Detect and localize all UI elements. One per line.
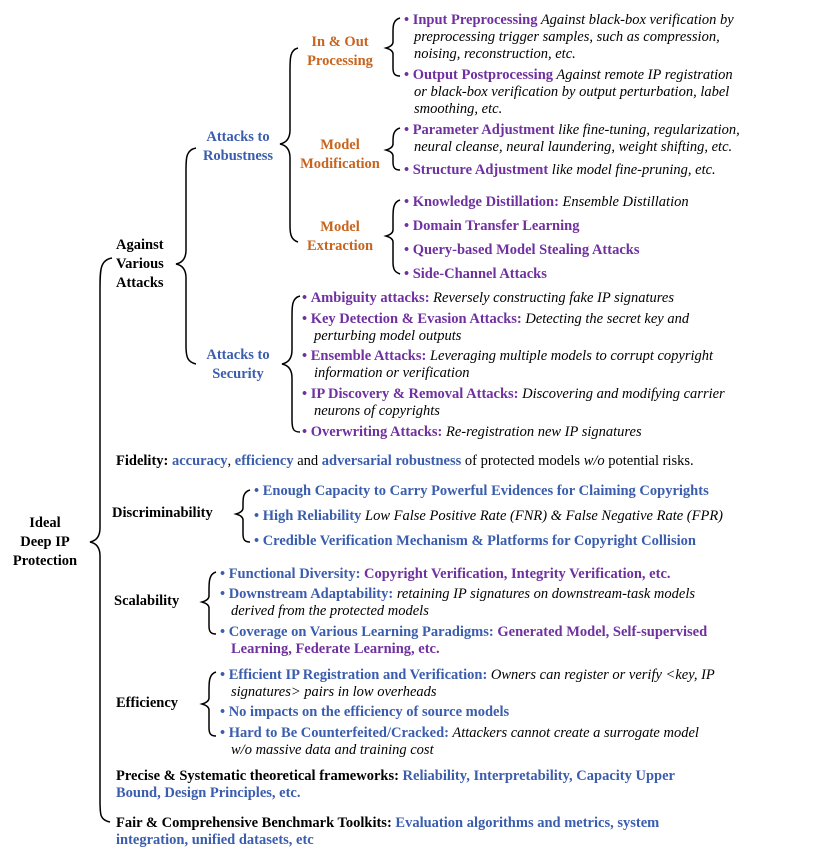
disc-brace [233,489,251,543]
robustness-label: Attacks to Robustness [202,129,274,164]
theoretical-frameworks-line: Precise & Systematic theoretical framewo… [116,768,675,784]
list-item-text: neurons of copyrights [314,403,440,419]
theoretical-frameworks-line-2: Bound, Design Principles, etc. [116,785,301,801]
list-item-side-channel: • Side-Channel Attacks [404,266,547,282]
list-item-text: or black-box verification by output pert… [414,84,730,100]
discriminability-label: Discriminability [112,505,213,521]
inout-label: In & Out Processing [307,34,373,69]
against-brace [175,147,197,365]
list-item-text: derived from the protected models [231,603,429,619]
list-item-text: perturbing model outputs [314,328,462,344]
modext-brace [383,199,401,275]
scalability-label: Scalability [114,593,180,609]
list-item-credible-verification: • Credible Verification Mechanism & Plat… [254,533,696,549]
list-item-text: Learning, Federate Learning, etc. [231,641,440,657]
modext-label: Model Extraction [306,219,374,254]
list-item-overwriting: • Overwriting Attacks: Re-registration n… [302,424,642,440]
list-item-ip-registration: • Efficient IP Registration and Verifica… [220,667,715,683]
robust-brace [279,47,299,243]
list-item-text: smoothing, etc. [414,101,503,117]
inout-brace [383,17,401,77]
list-item-ambiguity: • Ambiguity attacks: Reversely construct… [302,290,674,306]
modmod-label: Model Modification [300,137,380,172]
list-item-capacity: • Enough Capacity to Carry Powerful Evid… [254,483,709,499]
list-item-parameter-adjustment: • Parameter Adjustment like fine-tuning,… [404,122,740,138]
list-item-text: noising, reconstruction, etc. [414,46,576,62]
list-item-query-based: • Query-based Model Stealing Attacks [404,242,640,258]
list-item-text: information or verification [314,365,470,381]
list-item-functional-diversity: • Functional Diversity: Copyright Verifi… [220,566,671,582]
list-item-output-postprocessing: • Output Postprocessing Against remote I… [404,67,733,83]
list-item-no-impacts: • No impacts on the efficiency of source… [220,704,510,720]
list-item-key-detection: • Key Detection & Evasion Attacks: Detec… [302,311,690,327]
list-item-text: preprocessing trigger samples, such as c… [414,29,720,45]
root-label: Ideal Deep IP Protection [12,515,78,569]
list-item-text: signatures> pairs in low overheads [231,684,437,700]
against-label: Against Various Attacks [116,237,164,291]
list-item-text: w/o massive data and training cost [231,742,434,758]
list-item-reliability: • High Reliability Low False Positive Ra… [254,508,724,524]
list-item-knowledge-distillation: • Knowledge Distillation: Ensemble Disti… [404,194,689,210]
list-item-downstream: • Downstream Adaptability: retaining IP … [220,586,695,602]
benchmark-toolkits-line-2: integration, unified datasets, etc [116,832,314,848]
root-brace [89,257,113,823]
modmod-brace [383,127,401,171]
scal-brace [199,571,217,635]
list-item-structure-adjustment: • Structure Adjustment like model fine-p… [404,162,716,178]
list-item-ensemble: • Ensemble Attacks: Leveraging multiple … [302,348,714,364]
fidelity-line: Fidelity: accuracy, efficiency and adver… [116,453,694,469]
list-item-ip-discovery: • IP Discovery & Removal Attacks: Discov… [302,386,725,402]
security-label: Attacks to Security [206,347,270,382]
benchmark-toolkits-line: Fair & Comprehensive Benchmark Toolkits:… [116,815,660,831]
security-brace [281,295,301,433]
list-item-text: neural cleanse, neural laundering, weigh… [414,139,733,155]
list-item-domain-transfer: • Domain Transfer Learning [404,218,580,234]
list-item-hard-to-counterfeit: • Hard to Be Counterfeited/Cracked: Atta… [220,725,699,741]
list-item-coverage: • Coverage on Various Learning Paradigms… [220,624,708,640]
list-item-input-preprocessing: • Input Preprocessing Against black-box … [404,12,734,28]
effi-brace [199,671,217,737]
efficiency-label: Efficiency [116,695,179,711]
